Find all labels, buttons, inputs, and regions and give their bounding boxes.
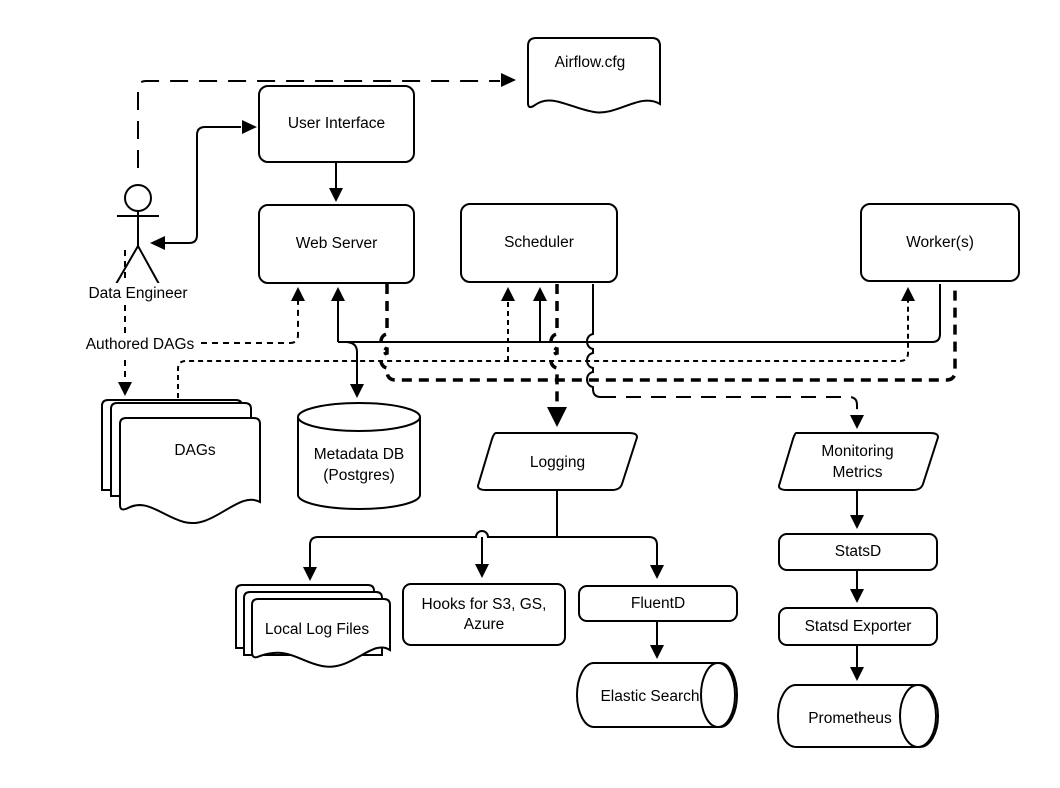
arrowhead [475,564,489,578]
node-hooks-label: Hooks for S3, GS, Azure [421,595,547,633]
node-dags-label: DAGs [174,442,216,459]
node-prometheus-label: Prometheus [808,710,892,727]
actor-legs [115,245,160,285]
arrowhead [303,567,317,581]
node-logging-label: Logging [529,454,586,471]
arrowhead [150,236,165,250]
node-web-server: Web Server [258,204,415,284]
node-elastic-search-label: Elastic Search [600,688,700,705]
node-metadata-db-label-line2: (Postgres) [323,467,395,484]
edge-dataengineer-userinterface [150,120,257,250]
edge-logging-children [303,490,664,581]
node-web-server-label: Web Server [295,235,378,252]
arrowhead [850,515,864,529]
edge-statsd-statsdexporter [850,571,864,603]
edge-fluentd-elasticsearch [650,622,664,659]
arrowhead [501,287,515,301]
node-monitoring-metrics-label-line2: Metrics [832,464,883,481]
actor-head [124,184,152,212]
arrowhead [547,407,567,427]
node-scheduler: Scheduler [460,203,618,283]
edge-dags-scheduler-worker-bus [177,287,915,398]
edge-logs-thick-bus [379,284,957,427]
node-user-interface-label: User Interface [287,115,386,132]
monitoring-metrics-parallelogram-shape [778,432,939,491]
node-user-interface: User Interface [258,85,415,163]
metadata-db-cylinder-shape [297,402,421,510]
prometheus-cylinder-shape [776,684,940,748]
arrowhead [850,415,864,429]
arrowhead [501,73,516,87]
arrowhead [242,120,257,134]
arrowhead [850,667,864,681]
arrowhead [650,565,664,579]
node-hooks: Hooks for S3, GS, Azure [402,583,566,646]
dags-multidocument-shape [101,399,261,525]
edge-monitoring-statsd [850,490,864,529]
node-statsd-exporter-label: Statsd Exporter [804,617,912,635]
arrowhead [291,287,305,301]
edge-metadatadb-bus [331,284,941,398]
local-log-files-multidocument-shape [235,584,391,668]
node-statsd: StatsD [778,533,938,571]
node-fluentd-label: FluentD [630,594,686,612]
node-data-engineer-label: Data Engineer [80,283,196,304]
node-statsd-label: StatsD [834,543,882,560]
node-local-log-files-label: Local Log Files [264,621,370,638]
edge-statsdexporter-prometheus [850,646,864,681]
data-engineer-actor [115,184,160,285]
edge-dataengineer-dags [118,250,132,396]
node-fluentd: FluentD [578,585,738,622]
node-workers-label: Worker(s) [906,233,974,251]
elastic-search-cylinder-shape [575,662,739,728]
arrowhead [533,287,547,301]
arrowhead [118,382,132,396]
edge-userinterface-webserver [329,163,343,202]
node-monitoring-metrics-label-line1: Monitoring [821,443,894,460]
arrowhead [650,645,664,659]
node-monitoring-metrics-label: Monitoring Metrics [790,441,925,483]
logging-parallelogram-shape [477,432,638,491]
arrowhead [850,589,864,603]
arrowhead [350,384,364,398]
node-statsd-exporter: Statsd Exporter [778,607,938,646]
node-scheduler-label: Scheduler [504,234,574,251]
node-metadata-db-label: Metadata DB (Postgres) [299,444,419,486]
node-workers: Worker(s) [860,203,1020,282]
edge-authoreddags-webserver [190,287,305,344]
node-airflow-cfg-label: Airflow.cfg [554,54,626,71]
arrowhead [331,287,345,301]
annotation-authored-dags: Authored DAGs [82,334,198,355]
node-metadata-db-label-line1: Metadata DB [313,446,405,463]
arrowhead [329,188,343,202]
airflow-cfg-document-shape [527,37,661,114]
arrowhead [901,287,915,301]
edge-dataengineer-airflowcfg [137,73,516,168]
edge-scheduler-monitoring [586,284,864,429]
